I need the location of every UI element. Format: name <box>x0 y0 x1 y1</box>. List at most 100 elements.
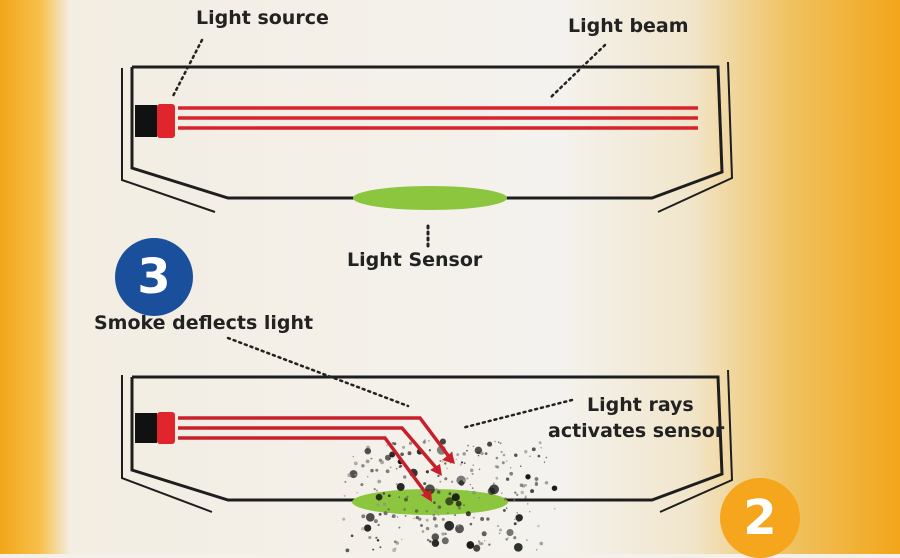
smoke-particle <box>375 468 379 472</box>
smoke-particle <box>421 530 425 533</box>
smoke-particle <box>441 460 444 463</box>
smoke-particle <box>423 482 427 486</box>
smoke-particle <box>478 468 481 471</box>
smoke-particle <box>403 475 407 479</box>
smoke-particle <box>502 508 506 512</box>
smoke-particle <box>448 492 452 496</box>
smoke-particle <box>425 510 429 513</box>
smoke-particle <box>370 457 373 460</box>
smoke-particle <box>499 442 502 445</box>
smoke-particle <box>439 459 442 462</box>
smoke-label-leader <box>226 336 410 408</box>
smoke-particle <box>505 507 508 509</box>
smoke-particle <box>380 460 385 465</box>
smoke-particle <box>467 444 470 447</box>
smoke-particle <box>389 451 396 458</box>
smoke-particle <box>514 453 518 457</box>
smoke-particle <box>517 520 520 523</box>
smoke-particle <box>373 519 378 524</box>
beam-2-arrowhead <box>430 464 442 476</box>
smoke-particle <box>481 531 487 537</box>
rays-label-leader <box>460 398 574 430</box>
smoke-particle <box>382 492 386 495</box>
smoke-particle <box>465 490 468 492</box>
smoke-particle <box>401 538 403 541</box>
smoke-particle <box>498 532 501 535</box>
smoke-particle <box>414 509 419 513</box>
smoke-particle <box>544 481 549 485</box>
smoke-particle <box>408 441 413 445</box>
smoke-particle <box>466 449 468 452</box>
smoke-particle <box>420 524 423 527</box>
smoke-particle <box>360 527 365 531</box>
bottom-chamber-outline <box>130 375 724 502</box>
smoke-particle <box>472 490 476 495</box>
smoke-particle <box>537 454 541 458</box>
smoke-particle <box>513 542 523 552</box>
smoke-particle <box>543 461 546 463</box>
light-rays-label-line2: activates sensor <box>548 420 725 442</box>
smoke-particle <box>540 446 543 449</box>
bottom-emitter-lens <box>157 412 175 444</box>
smoke-particle <box>435 488 438 491</box>
smoke-particle <box>379 546 382 549</box>
smoke-particle <box>386 444 388 447</box>
smoke-particle <box>389 466 392 469</box>
top-light-sensor <box>353 186 507 210</box>
smoke-particle <box>383 511 388 516</box>
top-chamber-outline <box>130 65 724 200</box>
smoke-particle <box>364 447 372 455</box>
smoke-particle <box>529 511 531 513</box>
smoke-particle <box>524 496 527 499</box>
smoke-particle <box>499 528 502 532</box>
smoke-particle <box>361 514 366 519</box>
smoke-particle <box>439 480 442 483</box>
smoke-particle <box>501 461 505 465</box>
smoke-particle <box>535 481 538 485</box>
smoke-particle <box>530 489 535 494</box>
smoke-particle <box>495 476 499 480</box>
smoke-particles <box>342 438 558 553</box>
smoke-particle <box>441 517 445 521</box>
light-source-label: Light source <box>196 7 329 29</box>
smoke-particle <box>342 517 346 521</box>
smoke-particle <box>407 451 412 456</box>
smoke-particle <box>514 518 516 520</box>
smoke-particle <box>515 514 523 522</box>
smoke-particle <box>450 523 455 528</box>
smoke-particle <box>453 492 455 495</box>
smoke-particle <box>480 451 484 456</box>
smoke-particle <box>370 468 374 473</box>
smoke-particle <box>525 495 527 497</box>
light-sensor-label: Light Sensor <box>347 249 483 271</box>
top-chamber <box>121 38 734 248</box>
smoke-particle <box>441 537 449 545</box>
smoke-particle <box>352 455 355 458</box>
smoke-particle <box>395 467 398 470</box>
smoke-particle <box>446 467 448 470</box>
step-2-badge: 2 <box>720 478 800 558</box>
smoke-particle <box>368 535 372 540</box>
smoke-particle <box>454 514 457 517</box>
smoke-particle <box>462 452 466 456</box>
smoke-particle <box>372 548 375 551</box>
bottom-emitter-body <box>135 413 157 443</box>
smoke-particle <box>345 548 350 553</box>
light-beam-label: Light beam <box>568 15 689 37</box>
smoke-particle <box>424 439 426 441</box>
smoke-particle <box>469 522 473 526</box>
smoke-particle <box>513 499 516 502</box>
smoke-particle <box>472 464 474 466</box>
smoke-particle <box>419 493 422 496</box>
smoke-particle <box>365 459 370 464</box>
smoke-particle <box>524 450 528 454</box>
smoke-particle <box>456 453 460 456</box>
smoke-particle <box>460 461 464 464</box>
smoke-particle <box>399 464 403 468</box>
smoke-particle <box>426 538 430 542</box>
smoke-particle <box>513 522 517 526</box>
smoke-particle <box>431 533 440 541</box>
smoke-particle <box>363 524 372 532</box>
smoke-particle <box>353 461 358 466</box>
smoke-particle <box>404 514 407 517</box>
